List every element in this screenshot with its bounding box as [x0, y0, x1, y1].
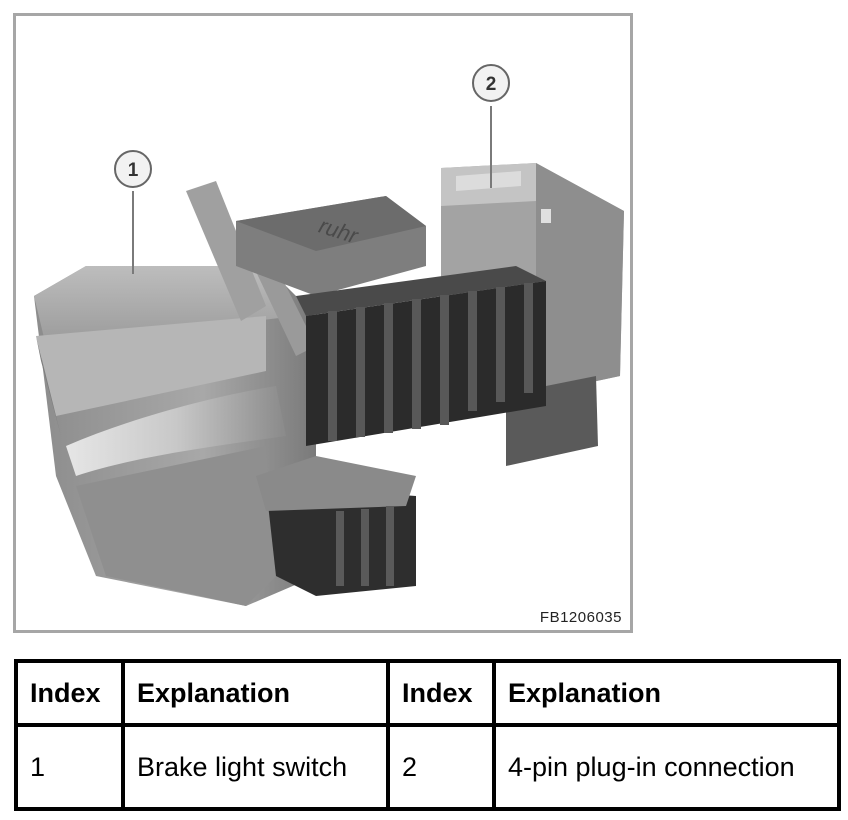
header-index-1: Index: [14, 659, 125, 727]
row-index-2: 2: [386, 723, 496, 811]
header-explanation-1: Explanation: [121, 659, 390, 727]
callout-2-badge: 2: [472, 64, 510, 102]
legend-table: Index Explanation Index Explanation 1 Br…: [14, 659, 841, 811]
brake-light-switch-illustration: ruhr 1 2: [34, 64, 624, 606]
header-explanation-2: Explanation: [492, 659, 841, 727]
row-index-1: 1: [14, 723, 125, 811]
header-index-2: Index: [386, 659, 496, 727]
component-figure: ruhr 1 2 FB1206035: [13, 13, 633, 633]
table-row: 1 Brake light switch 2 4-pin plug-in con…: [14, 723, 841, 811]
callout-2-number: 2: [486, 74, 497, 95]
callout-1-number: 1: [128, 160, 139, 181]
row-explanation-2: 4-pin plug-in connection: [492, 723, 841, 811]
figure-code: FB1206035: [539, 609, 622, 626]
legend-header-row: Index Explanation Index Explanation: [14, 659, 841, 727]
callout-1-badge: 1: [114, 150, 152, 188]
row-explanation-1: Brake light switch: [121, 723, 390, 811]
